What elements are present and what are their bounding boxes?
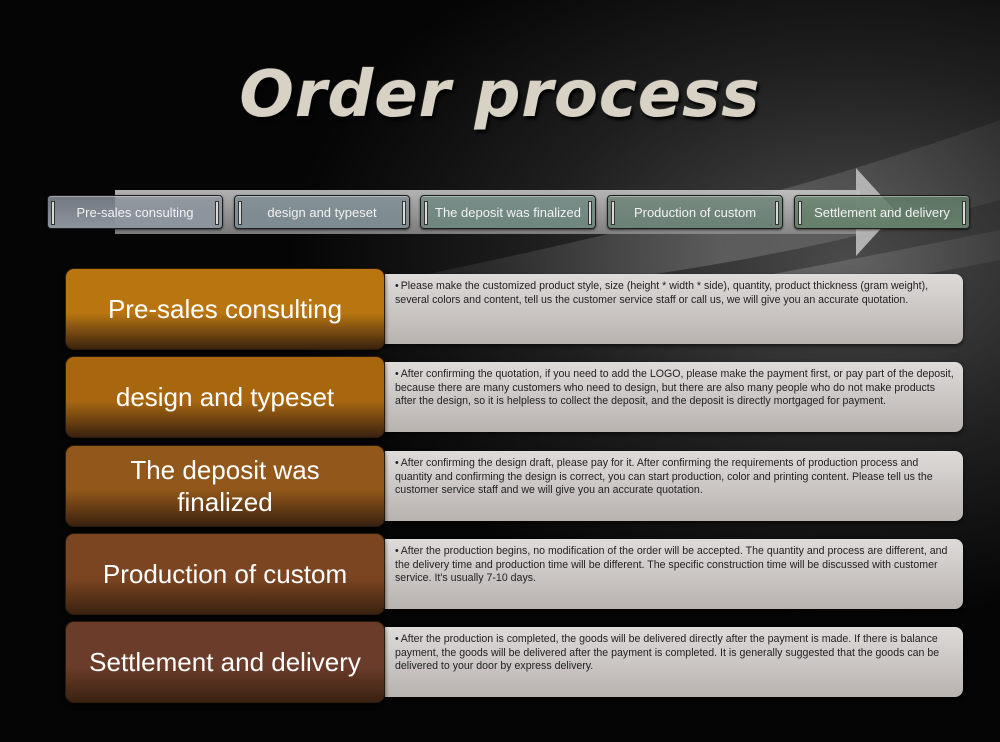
bullet: • [395, 545, 399, 557]
step-label: The deposit was finalized [435, 204, 581, 220]
row-label-text: Production of custom [102, 558, 348, 589]
row-label-pre-sales-consulting: Pre-sales consulting [65, 268, 385, 350]
row-description-production-of-custom: •After the production begins, no modific… [385, 539, 963, 609]
row-label-settlement-and-delivery: Settlement and delivery [65, 621, 385, 703]
row-description-settlement-and-delivery: •After the production is completed, the … [385, 627, 963, 697]
row-label-deposit-finalized: The deposit was finalized [65, 445, 385, 527]
row-label-text: design and typeset [115, 381, 335, 412]
step-production-of-custom: Production of custom [607, 195, 783, 229]
bullet: • [395, 368, 399, 380]
bullet: • [395, 280, 399, 292]
row-description-text: After confirming the quotation, if you n… [395, 368, 954, 407]
step-label: design and typeset [267, 204, 377, 220]
step-label: Settlement and delivery [814, 204, 950, 220]
step-settlement-and-delivery: Settlement and delivery [794, 195, 970, 229]
row-description-text: Please make the customized product style… [395, 280, 929, 306]
step-deposit-finalized: The deposit was finalized [420, 195, 596, 229]
page-title: Order process [239, 58, 761, 132]
row-description-deposit-finalized: •After confirming the design draft, plea… [385, 451, 963, 521]
row-description-text: After confirming the design draft, pleas… [395, 457, 933, 496]
bullet: • [395, 633, 399, 645]
step-label: Pre-sales consulting [76, 204, 194, 220]
row-label-text: Pre-sales consulting [107, 293, 343, 324]
row-description-pre-sales-consulting: •Please make the customized product styl… [385, 274, 963, 344]
step-label: Production of custom [633, 204, 757, 220]
bullet: • [395, 457, 399, 469]
row-label-production-of-custom: Production of custom [65, 533, 385, 615]
row-label-design-and-typeset: design and typeset [65, 356, 385, 438]
row-label-text: Settlement and delivery [89, 646, 361, 677]
row-description-text: After the production begins, no modifica… [395, 545, 948, 584]
row-description-text: After the production is completed, the g… [395, 633, 940, 672]
step-design-and-typeset: design and typeset [234, 195, 410, 229]
step-pre-sales-consulting: Pre-sales consulting [47, 195, 223, 229]
row-description-design-and-typeset: •After confirming the quotation, if you … [385, 362, 963, 432]
row-label-text: The deposit was finalized [130, 454, 320, 518]
